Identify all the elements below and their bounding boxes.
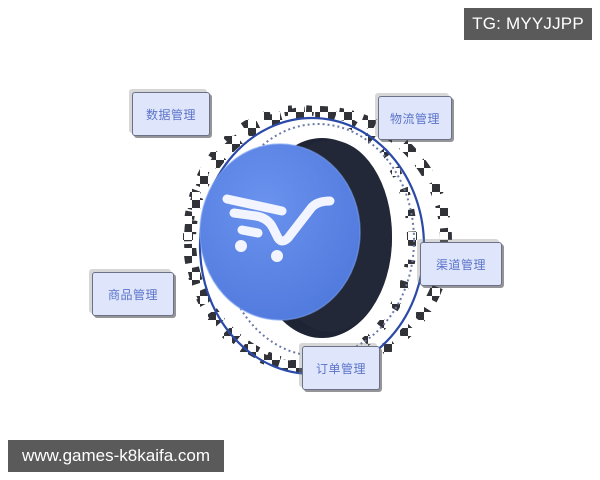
- module-data-management[interactable]: 数据管理: [132, 92, 210, 136]
- module-order-management[interactable]: 订单管理: [302, 346, 380, 390]
- module-label: 渠道管理: [435, 257, 486, 272]
- cart-wheel-right: [271, 250, 283, 262]
- module-logistics-management[interactable]: 物流管理: [378, 96, 452, 140]
- speech-bubble-bg: [378, 96, 452, 140]
- speech-bubble-bg: [302, 346, 380, 390]
- cart-wheel-left: [235, 240, 247, 252]
- module-label: 物流管理: [389, 111, 440, 126]
- module-label: 订单管理: [315, 361, 366, 376]
- shopping-cart-check-icon: [222, 194, 335, 246]
- speech-bubble-bg: [420, 242, 502, 286]
- module-label: 数据管理: [145, 107, 196, 122]
- speech-bubble-bg: [92, 272, 174, 316]
- speech-bubble-bg: [132, 92, 210, 136]
- watermark-telegram: TG: MYYJJPP: [464, 8, 592, 40]
- module-channel-management[interactable]: 渠道管理: [420, 242, 502, 286]
- module-product-management[interactable]: 商品管理: [92, 272, 174, 316]
- watermark-url: www.games-k8kaifa.com: [8, 440, 224, 472]
- module-label: 商品管理: [107, 287, 158, 302]
